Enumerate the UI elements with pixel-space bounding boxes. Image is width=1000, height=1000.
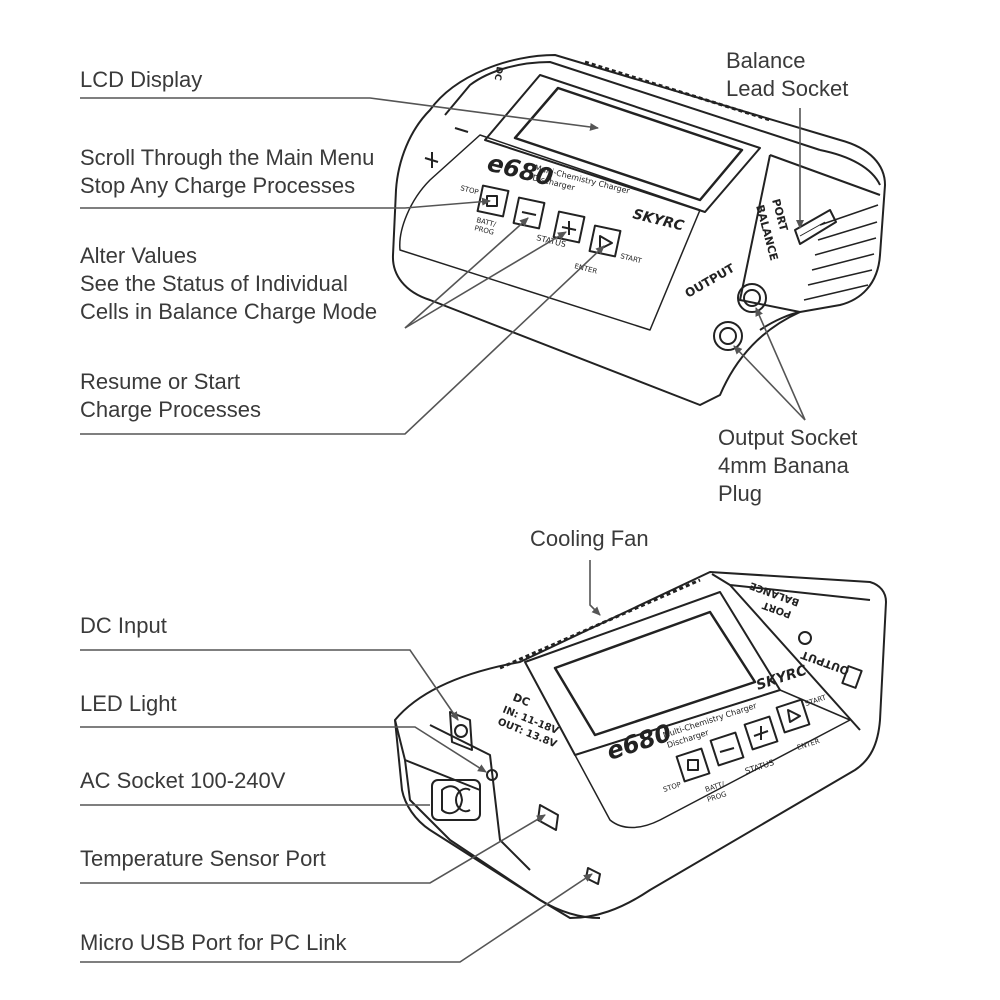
top-output-socket-1: [737, 283, 767, 313]
top-start-label: START: [620, 252, 644, 265]
top-charger: [391, 54, 886, 406]
bottom-lcd-screen: [553, 610, 757, 737]
bottom-button-enter: [775, 698, 811, 734]
bottom-brand: SKYRC: [754, 662, 809, 694]
top-button-enter: [588, 224, 622, 258]
top-button-stop: [476, 184, 510, 218]
top-output-label: OUTPUT: [683, 261, 738, 301]
label-balance-line2: Lead Socket: [726, 76, 849, 101]
label-output-line3: Plug: [718, 481, 763, 506]
callout-line-output-1: [755, 307, 806, 421]
bottom-button-stop: [675, 747, 711, 783]
label-balance-line1: Balance: [726, 48, 806, 73]
bottom-dc-input: [449, 711, 473, 751]
bottom-led-light: [486, 769, 498, 781]
callout-line-temp: [80, 814, 546, 884]
label-micro-usb: Micro USB Port for PC Link: [80, 930, 347, 955]
label-output-line2: 4mm Banana: [718, 453, 849, 478]
bottom-subtitle1: Multi-Chemistry Charger: [662, 701, 759, 740]
top-button-plus: [552, 210, 586, 244]
label-alter-line3: Cells in Balance Charge Mode: [80, 299, 378, 324]
top-vent-fins: [803, 204, 879, 301]
bottom-status-label: STATUS: [744, 758, 775, 776]
bottom-model: e680: [603, 719, 675, 766]
callout-line-usb: [80, 873, 593, 963]
callout-line-dc-input: [80, 649, 459, 721]
label-output-socket: Output Socket 4mm Banana Plug: [718, 424, 857, 508]
bottom-stop-label: STOP: [662, 781, 682, 794]
callout-line-alter-1: [404, 217, 529, 329]
top-body-outline: [391, 54, 886, 406]
callout-line-lcd: [80, 97, 599, 131]
callout-line-output-2: [733, 345, 806, 421]
label-dc-input: DC Input: [80, 613, 167, 638]
callout-line-resume: [80, 245, 605, 435]
top-stop-label: STOP: [460, 184, 480, 196]
bottom-body-outline: [394, 571, 887, 919]
bottom-ac-socket: [431, 779, 481, 821]
callout-line-led: [80, 726, 487, 773]
bottom-left-face: [394, 719, 601, 919]
label-resume-line2: Charge Processes: [80, 397, 261, 422]
label-resume-line1: Resume or Start: [80, 369, 241, 394]
label-scroll-menu: Scroll Through the Main Menu Stop Any Ch…: [80, 144, 374, 200]
top-dc-label: DC: [492, 65, 504, 81]
top-balance-port: [794, 209, 837, 245]
top-buttons: [476, 184, 622, 258]
label-led-light: LED Light: [80, 691, 177, 716]
top-lcd-screen: [513, 86, 744, 202]
label-alter-line2: See the Status of Individual: [80, 271, 348, 296]
top-output-socket-2: [713, 321, 743, 351]
label-balance-socket: Balance Lead Socket: [726, 47, 848, 103]
callout-line-scroll: [80, 197, 491, 209]
bottom-button-plus: [743, 715, 779, 751]
bottom-enter-label: ENTER: [796, 737, 821, 752]
label-resume-start: Resume or Start Charge Processes: [80, 368, 261, 424]
top-lcd-bezel: [484, 74, 761, 213]
bottom-buttons: [675, 698, 811, 783]
label-cooling-fan: Cooling Fan: [530, 526, 649, 551]
label-scroll-line2: Stop Any Charge Processes: [80, 173, 356, 198]
top-brand: SKYRC: [631, 206, 686, 234]
label-ac-socket: AC Socket 100-240V: [80, 768, 286, 793]
label-output-line1: Output Socket: [718, 425, 858, 450]
label-lcd-display: LCD Display: [80, 67, 203, 92]
label-scroll-line1: Scroll Through the Main Menu: [80, 145, 375, 170]
label-temp-sensor: Temperature Sensor Port: [80, 846, 326, 871]
bottom-dc-label: DC: [511, 691, 532, 710]
callout-lines: [80, 97, 806, 963]
bottom-button-minus: [709, 731, 745, 767]
label-alter-line1: Alter Values: [80, 243, 197, 268]
callout-line-cooling-fan: [589, 560, 601, 616]
callout-line-alter-2: [404, 231, 567, 329]
label-alter-values: Alter Values See the Status of Individua…: [80, 242, 377, 326]
